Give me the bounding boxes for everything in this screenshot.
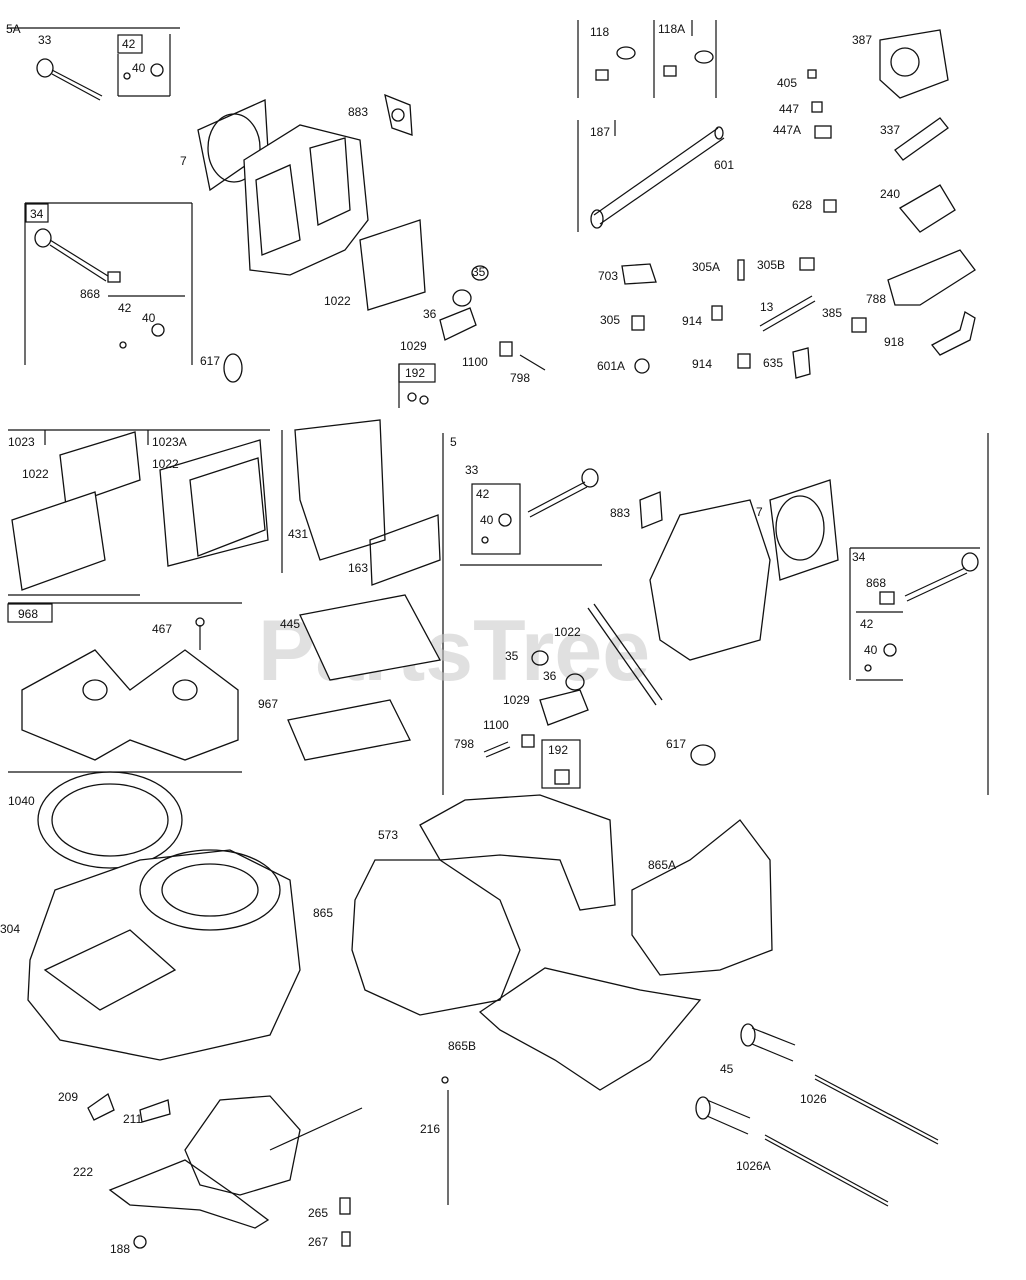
callout-42-c: 42 <box>476 487 490 501</box>
callout-617-b: 617 <box>666 737 686 751</box>
callout-447: 447 <box>779 102 799 116</box>
callout-865: 865 <box>313 906 333 920</box>
callout-1029: 1029 <box>400 339 427 353</box>
callout-305b: 305B <box>757 258 785 272</box>
callout-42-b: 42 <box>118 301 132 315</box>
callout-914-b: 914 <box>692 357 712 371</box>
callout-304: 304 <box>0 922 20 936</box>
parts-artwork <box>11 29 979 1249</box>
callout-boxes <box>7 20 693 789</box>
callout-211: 211 <box>123 1112 142 1126</box>
callout-40-c: 40 <box>480 513 494 527</box>
callout-337: 337 <box>880 123 900 137</box>
callout-7: 7 <box>180 154 187 168</box>
callout-798-b: 798 <box>454 737 474 751</box>
callout-187: 187 <box>590 125 610 139</box>
callout-192-b: 192 <box>548 743 568 757</box>
callout-1026: 1026 <box>800 1092 827 1106</box>
callout-1022-b: 1022 <box>22 467 49 481</box>
callout-447a: 447A <box>773 123 801 137</box>
callout-118a: 118A <box>658 22 685 36</box>
callout-40-d: 40 <box>864 643 878 657</box>
callout-40-b: 40 <box>142 311 156 325</box>
callout-222: 222 <box>73 1165 93 1179</box>
callout-431: 431 <box>288 527 308 541</box>
callout-405: 405 <box>777 76 797 90</box>
callout-36: 36 <box>423 307 437 321</box>
callout-628: 628 <box>792 198 812 212</box>
callout-601: 601 <box>714 158 734 172</box>
callout-34-b: 34 <box>852 550 866 564</box>
callout-617: 617 <box>200 354 220 368</box>
callout-1022-d: 1022 <box>554 625 581 639</box>
callout-1029-b: 1029 <box>503 693 530 707</box>
callout-703: 703 <box>598 269 618 283</box>
callout-34: 34 <box>30 207 44 221</box>
callout-33-b: 33 <box>465 463 479 477</box>
callout-192: 192 <box>405 366 425 380</box>
callout-635: 635 <box>763 356 783 370</box>
callout-968: 968 <box>18 607 38 621</box>
callout-216: 216 <box>420 1122 440 1136</box>
callout-36-b: 36 <box>543 669 557 683</box>
section-lines <box>8 20 989 1205</box>
callout-798: 798 <box>510 371 530 385</box>
callout-865a: 865A <box>648 858 676 872</box>
callout-1100: 1100 <box>462 355 488 369</box>
callout-13: 13 <box>760 300 774 314</box>
callout-573: 573 <box>378 828 398 842</box>
callout-868: 868 <box>80 287 100 301</box>
callout-1022: 1022 <box>324 294 351 308</box>
callout-1040: 1040 <box>8 794 35 808</box>
callout-5: 5 <box>450 435 457 449</box>
callout-118: 118 <box>590 25 609 39</box>
callout-45: 45 <box>720 1062 734 1076</box>
callout-883: 883 <box>348 105 368 119</box>
callout-35: 35 <box>472 265 486 279</box>
callout-467: 467 <box>152 622 172 636</box>
callout-5a: 5A <box>6 22 21 36</box>
callout-209: 209 <box>58 1090 78 1104</box>
callout-914: 914 <box>682 314 702 328</box>
callout-305a: 305A <box>692 260 720 274</box>
callout-601a: 601A <box>597 359 625 373</box>
callout-163: 163 <box>348 561 368 575</box>
callout-883-b: 883 <box>610 506 630 520</box>
callout-918: 918 <box>884 335 904 349</box>
callout-42: 42 <box>122 37 136 51</box>
callout-7-b: 7 <box>756 505 763 519</box>
callout-240: 240 <box>880 187 900 201</box>
callout-967: 967 <box>258 697 278 711</box>
callout-188: 188 <box>110 1242 130 1256</box>
callout-1023: 1023 <box>8 435 35 449</box>
callout-40: 40 <box>132 61 146 75</box>
callout-42-d: 42 <box>860 617 874 631</box>
callout-445: 445 <box>280 617 300 631</box>
callout-385: 385 <box>822 306 842 320</box>
callout-267: 267 <box>308 1235 328 1249</box>
callout-33: 33 <box>38 33 52 47</box>
callout-labels: 5A 33 42 40 7 883 34 868 42 40 617 1022 … <box>0 22 904 1256</box>
callout-865b: 865B <box>448 1039 476 1053</box>
callout-1026a: 1026A <box>736 1159 771 1173</box>
callout-788: 788 <box>866 292 886 306</box>
callout-35-b: 35 <box>505 649 519 663</box>
callout-387: 387 <box>852 33 872 47</box>
callout-1023a: 1023A <box>152 435 187 449</box>
callout-265: 265 <box>308 1206 328 1220</box>
callout-1022-c: 1022 <box>152 457 179 471</box>
callout-868-b: 868 <box>866 576 886 590</box>
callout-1100-b: 1100 <box>483 718 509 732</box>
callout-305: 305 <box>600 313 620 327</box>
